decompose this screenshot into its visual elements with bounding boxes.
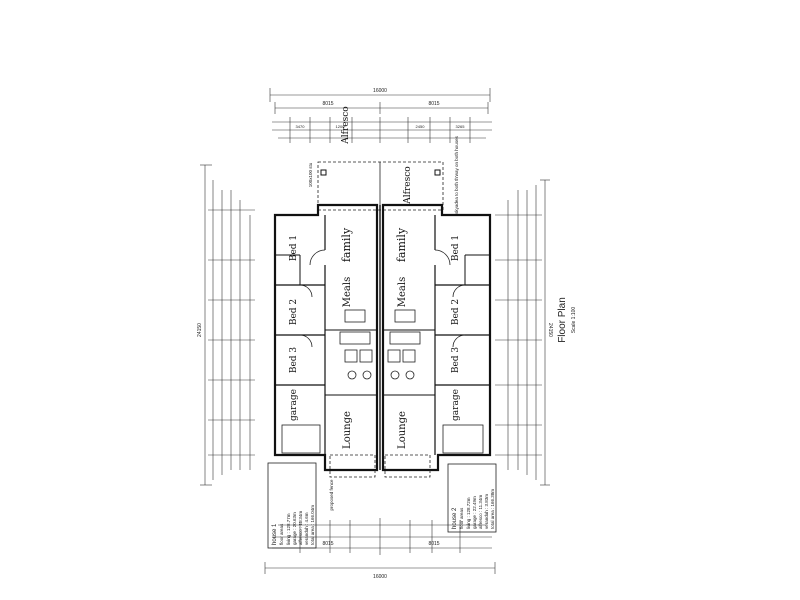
top-overall-dim: 16000 [373,88,387,94]
left-bed2-label: Bed 2 [289,299,299,325]
top-tick-b: 1200 [336,124,346,129]
house1-row-verandah: verandah : 4.6m [304,512,309,545]
plan-title: Floor Plan [557,297,568,343]
house1-row-living: living : 128.77m [286,513,291,545]
top-sub-left-dim: 8015 [322,101,333,107]
house1-area-table: house 1 floor areas living : 128.77m gar… [267,462,317,549]
house1-floor-area-label: floor areas [279,523,284,545]
left-dimension-lines: 24150 [197,164,255,486]
right-bed1-label: Bed 1 [451,235,461,261]
house1-row-alfresco: alfresco : 11.34m [298,511,303,545]
left-bed1-label: Bed 1 [289,235,299,261]
note-top-right: skyadea to both th'way on both houses [454,135,459,213]
plan-scale: Scale 1:100 [571,307,577,334]
house1-row-total: total area : 166.04m [310,505,315,545]
left-meals-label: Meals [342,277,353,307]
alfresco-areas [317,161,444,211]
right-meals-label: Meals [397,277,408,307]
left-house-labels: Alfresco family Meals Bed 1 Bed 2 Bed 3 … [289,106,353,449]
left-bed3-label: Bed 3 [289,347,299,374]
bottom-overall-dim: 16000 [373,574,387,580]
left-family-label: family [340,227,353,262]
note-bottom-center: proposed fence [329,479,334,511]
left-alfresco-label: Alfresco [341,106,351,144]
right-family-label: family [395,227,408,262]
house2-row-garage: garage : 22.49m [472,496,477,529]
house2-row-verandah: verandah : 3.83m [484,494,489,529]
right-bed2-label: Bed 2 [451,299,461,325]
house2-row-alfresco: alfresco : 11.34m [478,495,483,529]
building-walls [273,203,492,478]
top-tick-a: 3470 [296,124,306,129]
house2-row-total: total area : 166.38m [490,489,495,529]
right-bed3-label: Bed 3 [451,347,461,374]
left-garage-label: garage [289,389,299,421]
house2-floor-area-label: floor areas [459,507,464,529]
top-sub-right-dim: 8015 [428,101,439,107]
top-dimension-lines: 16000 8015 8015 3470 1200 2450 3265 [269,88,492,143]
house2-area-table: house 2 floor areas living : 128.72m gar… [447,463,497,533]
bottom-sub-right-dim: 8015 [428,541,439,547]
top-tick-d: 3265 [456,124,466,129]
bottom-sub-left-dim: 8015 [322,541,333,547]
top-tick-c: 2450 [416,124,426,129]
right-house-labels: Alfresco family Meals Bed 1 Bed 2 Bed 3 … [395,166,461,449]
right-dimension-lines: 24150 [495,179,553,486]
left-lounge-label: Lounge [342,411,353,449]
right-overall-dim: 24150 [547,323,553,337]
right-lounge-label: Lounge [397,411,408,449]
right-alfresco-label: Alfresco [403,166,413,204]
house2-row-living: living : 128.72m [466,497,471,529]
house1-row-garage: garage : 20.63m [292,512,297,545]
house1-title: house 1 [272,523,278,545]
plan-title-block: Floor Plan Scale 1:100 [557,297,577,343]
right-garage-label: garage [451,389,461,421]
left-overall-dim: 24150 [197,323,203,337]
note-top-left: 100x100 stu [308,162,313,187]
house2-title: house 2 [452,507,458,529]
